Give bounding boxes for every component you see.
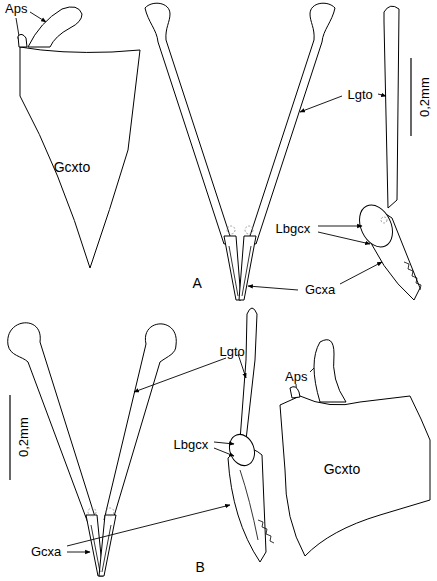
figure-letter: A [193,276,202,291]
leader-lines [16,12,386,290]
scale-bar [410,58,411,136]
part-label: Gcxa [31,545,61,559]
figure-letter: B [196,560,205,575]
scale-bar [9,395,10,480]
part-label: Aps [5,2,27,16]
part-label: Lbgcx [174,438,209,452]
plate-outline [0,0,150,275]
gonangulum-ventral-a [145,3,335,300]
scale-label: 0,2mm [418,77,432,117]
part-label: Lgto [220,345,245,359]
scale-label: 0,2mm [17,417,31,457]
part-label: Gcxto [54,160,91,175]
part-label: Lbgcx [276,222,311,236]
part-label: Lgto [348,88,373,102]
part-label: Gcxa [305,283,335,297]
gonocoxite-plate: Gcxto [270,330,437,565]
gonocoxite-plate: Gcxto [0,0,150,275]
part-label: Gcxto [324,462,361,477]
part-label: Aps [285,370,307,384]
leader-lines [67,354,320,552]
gonangulum-lateral-a [353,6,421,300]
plate-outline [270,330,437,565]
gonangulum-ventral-b [8,323,177,576]
